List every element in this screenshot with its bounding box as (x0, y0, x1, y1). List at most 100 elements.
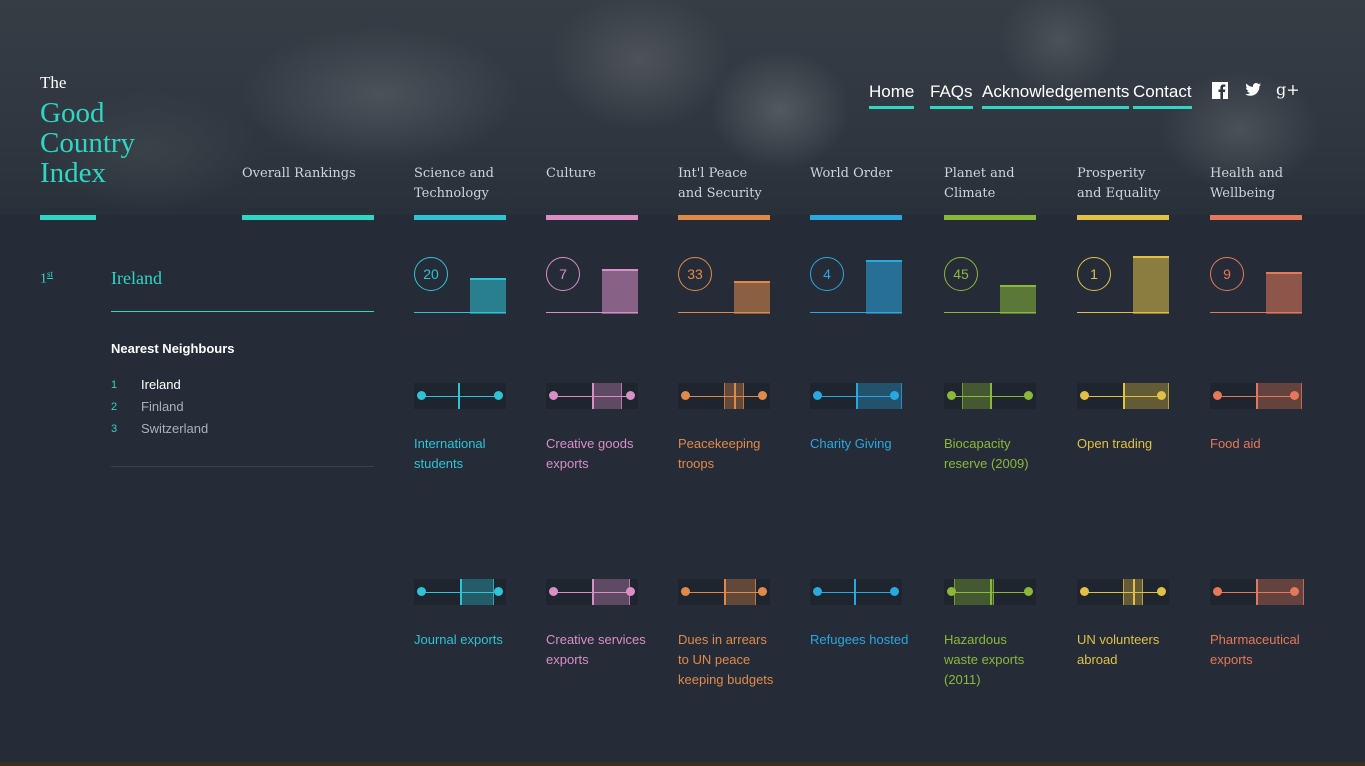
score-bar-5 (1133, 256, 1169, 314)
indicator-pharmaceutical-exports[interactable]: Pharmaceutical exports (1210, 632, 1300, 667)
slider-marker (458, 383, 460, 409)
slider-start-dot (681, 391, 690, 400)
cat-bar-planet (944, 215, 1036, 220)
slider-start-dot (681, 587, 690, 596)
indicator-creative-services-exports[interactable]: Creative services exports (546, 632, 646, 667)
rank-circle-4: 45 (944, 257, 978, 291)
score-baseline-3 (810, 312, 902, 313)
nearest-neighbours-title: Nearest Neighbours (111, 341, 235, 356)
indicator-hazardous-waste-exports[interactable]: Hazardous waste exports (2011) (944, 632, 1025, 687)
slider-marker (1256, 579, 1258, 605)
cat-planet-climate[interactable]: Planet and Climate (944, 166, 1015, 201)
logo-title[interactable]: Good Country Index (40, 97, 136, 189)
score-bar-1 (602, 269, 638, 314)
score-baseline-4 (944, 312, 1036, 313)
slider-end-dot (494, 391, 503, 400)
rank-circle-2: 33 (678, 257, 712, 291)
cat-science-technology[interactable]: Science and Technology (414, 166, 494, 201)
indicator-creative-goods-exports[interactable]: Creative goods exports (546, 436, 634, 471)
indicator-dues-in-arrears[interactable]: Dues in arrears to UN peace keeping budg… (678, 632, 774, 687)
score-bar-2 (734, 281, 770, 314)
indicator-international-students[interactable]: International students (414, 436, 486, 471)
slider-end-dot (890, 391, 899, 400)
indicator-journal-exports[interactable]: Journal exports (414, 632, 503, 647)
country-name: Ireland (111, 268, 162, 288)
slider-range (962, 383, 992, 409)
indicator-charity-giving[interactable]: Charity Giving (810, 436, 892, 451)
indicator-biocapacity-reserve[interactable]: Biocapacity reserve (2009) (944, 436, 1029, 471)
slider-marker (990, 579, 992, 605)
neighbour-finland[interactable]: Finland (141, 399, 184, 414)
slider-end-dot (494, 587, 503, 596)
score-baseline-6 (1210, 312, 1302, 313)
indicator-un-volunteers-abroad[interactable]: UN volunteers abroad (1077, 632, 1160, 667)
slider-range (724, 579, 756, 605)
slider-end-dot (1024, 391, 1033, 400)
cat-bar-health (1210, 215, 1302, 220)
rank-circle-3: 4 (810, 257, 844, 291)
score-baseline-5 (1077, 312, 1169, 313)
slider-marker (990, 383, 992, 409)
nav-acknowledgements[interactable]: Acknowledgements (982, 82, 1130, 109)
cat-culture[interactable]: Culture (546, 166, 596, 181)
slider-marker (592, 383, 594, 409)
twitter-icon[interactable] (1244, 82, 1262, 102)
indicator-refugees-hosted[interactable]: Refugees hosted (810, 632, 909, 647)
slider-range (954, 579, 994, 605)
slider-range (592, 383, 622, 409)
cat-bar-culture (546, 215, 638, 220)
slider-start-dot (947, 391, 956, 400)
slider-start-dot (1080, 391, 1089, 400)
rank-circle-5: 1 (1077, 257, 1111, 291)
logo-the: The (40, 73, 67, 92)
indicator-food-aid[interactable]: Food aid (1210, 436, 1261, 451)
neighbour-num: 3 (111, 423, 118, 435)
cat-bar-prosperity (1077, 215, 1169, 220)
slider-range (460, 579, 494, 605)
neighbour-ireland[interactable]: Ireland (141, 377, 181, 392)
score-baseline-1 (546, 312, 638, 313)
indicator-peacekeeping-troops[interactable]: Peacekeeping troops (678, 436, 761, 471)
slider-end-dot (1157, 587, 1166, 596)
slider-start-dot (947, 587, 956, 596)
slider-end-dot (1290, 391, 1299, 400)
slider-end-dot (890, 587, 899, 596)
indicator-open-trading[interactable]: Open trading (1077, 436, 1153, 451)
score-bar-4 (1000, 285, 1036, 314)
cat-peace-security[interactable]: Int'l Peace and Security (678, 166, 762, 201)
slider-start-dot (1080, 587, 1089, 596)
rank-circle-6: 9 (1210, 257, 1244, 291)
neighbours-divider (111, 466, 374, 467)
page-bottom-border (0, 762, 1365, 766)
nav-contact[interactable]: Contact (1133, 82, 1192, 109)
slider-end-dot (758, 587, 767, 596)
facebook-icon[interactable] (1211, 82, 1229, 102)
cat-bar-overall (242, 215, 374, 220)
country-underline (111, 311, 374, 312)
nav-faqs[interactable]: FAQs (930, 82, 973, 109)
neighbour-switzerland[interactable]: Switzerland (141, 421, 209, 436)
slider-marker (734, 383, 736, 409)
slider-line (421, 396, 499, 397)
cat-health-wellbeing[interactable]: Health and Wellbeing (1210, 166, 1284, 201)
cat-prosperity-equality[interactable]: Prosperity and Equality (1077, 166, 1161, 201)
rank-circle-0: 20 (414, 257, 448, 291)
slider-end-dot (626, 391, 635, 400)
slider-start-dot (417, 391, 426, 400)
cat-world-order[interactable]: World Order (810, 166, 893, 181)
slider-marker (460, 579, 462, 605)
cat-overall-rankings[interactable]: Overall Rankings (242, 166, 356, 181)
rank-circle-1: 7 (546, 257, 580, 291)
slider-end-dot (626, 587, 635, 596)
neighbour-num: 1 (111, 379, 118, 391)
score-baseline-0 (414, 312, 506, 313)
slider-marker (1123, 383, 1125, 409)
slider-start-dot (549, 587, 558, 596)
nav-home[interactable]: Home (869, 82, 915, 109)
google-plus-icon[interactable]: g+ (1276, 80, 1300, 99)
slider-start-dot (813, 391, 822, 400)
score-baseline-2 (678, 312, 770, 313)
slider-start-dot (1213, 587, 1222, 596)
score-bar-6 (1266, 272, 1302, 314)
slider-line (817, 592, 895, 593)
